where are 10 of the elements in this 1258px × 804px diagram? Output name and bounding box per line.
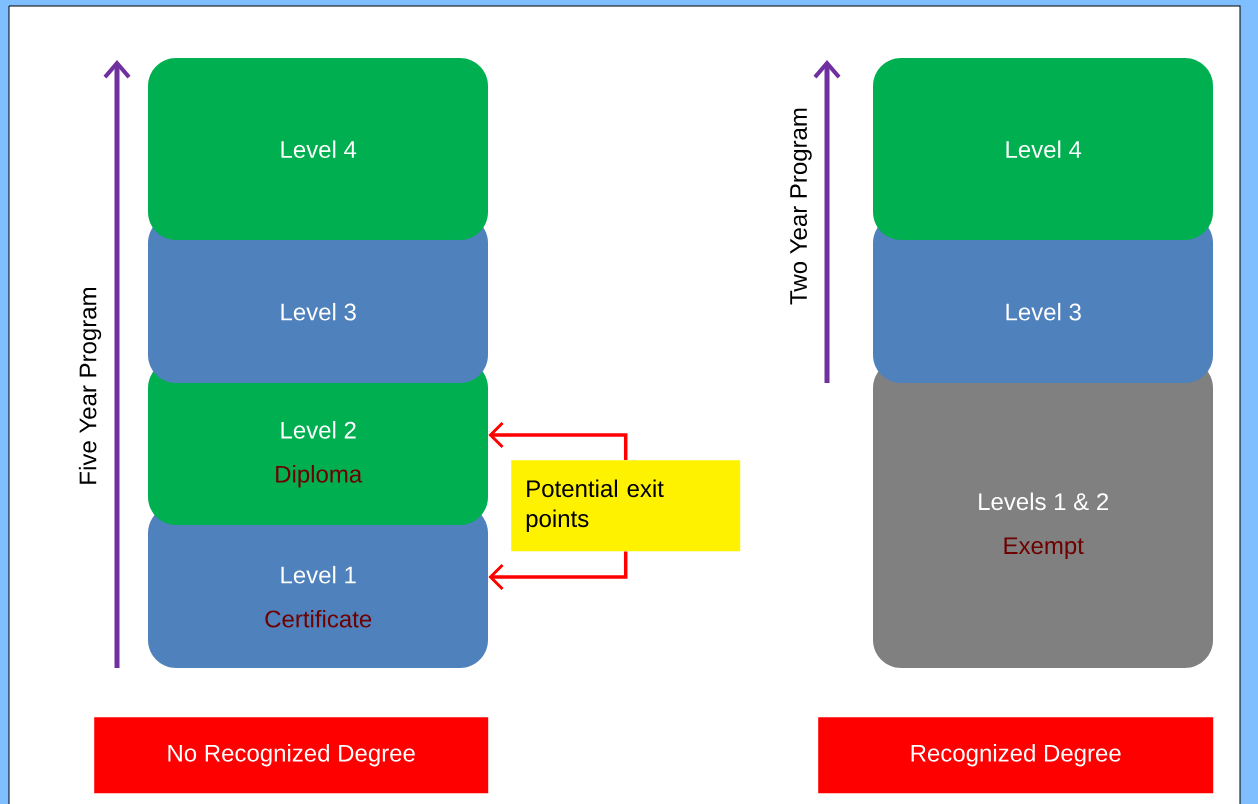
degree-banner: No Recognized Degree (94, 717, 489, 794)
note-box: Potential exit points (511, 460, 741, 552)
degree-banner: Recognized Degree (818, 717, 1214, 794)
level-block: Level 4 (873, 58, 1213, 240)
arrow (488, 551, 628, 591)
vertical-label: Five Year Program (78, 288, 102, 484)
level-block: Level 4 (148, 58, 488, 240)
vertical-label: Two Year Program (790, 108, 812, 305)
arrow (488, 421, 628, 460)
level-block: Levels 1 & 2 Exempt (873, 360, 1213, 668)
